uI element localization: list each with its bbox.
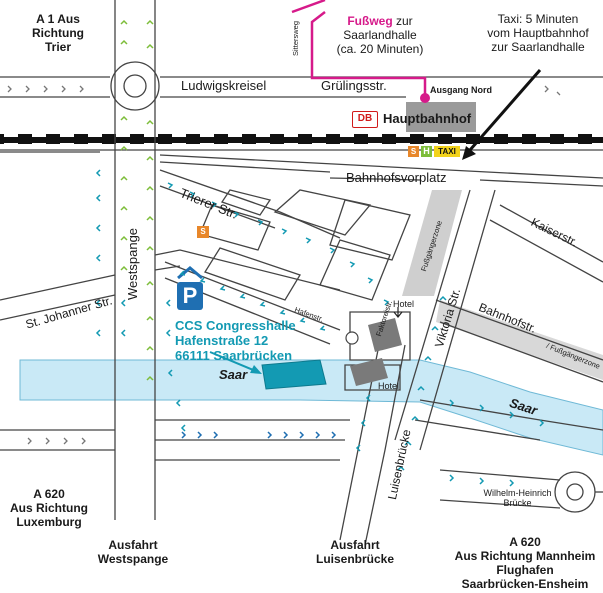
label-ausfahrt-westspange: Ausfahrt Westspange <box>88 538 178 566</box>
street-sittersweg: Sittersweg <box>291 20 300 56</box>
label-a620-luxemburg: A 620 Aus Richtung Luxemburg <box>4 487 94 529</box>
label-pedestrian-route: Fußweg zur Saarlandhalle (ca. 20 Minuten… <box>330 14 430 56</box>
taxi-note-line2: vom Hauptbahnhof <box>487 26 589 40</box>
route-arrows-blue <box>181 431 337 439</box>
hauptbahnhof-building <box>406 102 476 132</box>
label-taxi-note: Taxi: 5 Minuten vom Hauptbahnhof zur Saa… <box>478 12 598 54</box>
bus-icon-label: H <box>423 146 430 156</box>
ausgang-nord-marker <box>420 93 430 103</box>
road-network <box>0 0 603 546</box>
hotel-building-2 <box>350 358 388 386</box>
a620-right-line3: Flughafen <box>496 563 554 577</box>
taxi-note-line1: Taxi: 5 Minuten <box>497 12 579 26</box>
pedestrian-zone <box>402 190 462 296</box>
railway <box>0 134 603 144</box>
taxi-arrow-head <box>462 146 476 160</box>
hotel-building-1 <box>368 318 402 352</box>
pedestrian-line3: (ca. 20 Minuten) <box>336 42 424 56</box>
pointer-arrow-head <box>250 365 262 374</box>
label-hauptbahnhof: Hauptbahnhof <box>383 111 472 126</box>
pedestrian-rest: zur <box>392 14 413 28</box>
street-westspange: Westspange <box>125 227 140 300</box>
parking-icon: P <box>182 283 198 308</box>
a620-left-line1: A 620 <box>33 487 65 501</box>
pedestrian-line2: Saarlandhalle <box>343 28 417 42</box>
venue-city: 66111 Saarbrücken <box>175 348 293 363</box>
congresshalle-building <box>261 359 327 390</box>
pedestrian-zone-bahnhofstr <box>436 300 603 380</box>
a620-right-line4: Saarbrücken-Ensheim <box>461 577 589 591</box>
taxi-icon <box>434 146 460 157</box>
a620-left-line2: Aus Richtung <box>10 501 88 515</box>
west-line2: Westspange <box>97 552 169 566</box>
pedestrian-word: Fußweg <box>347 14 393 28</box>
hotel-arrow-icon <box>393 307 403 318</box>
taxi-pointer-arrow <box>468 69 542 151</box>
s-bahn-icon-label: S <box>410 147 417 156</box>
taxi-icon-label: TAXI <box>438 147 456 156</box>
luisen-line1: Ausfahrt <box>330 538 380 552</box>
a620-right-line1: A 620 <box>509 535 541 549</box>
a620-left-line3: Luxemburg <box>16 515 82 529</box>
west-line1: Ausfahrt <box>108 538 158 552</box>
street-bahnhofsvorplatz: Bahnhofsvorplatz <box>346 170 447 185</box>
a1-line2: Richtung <box>32 26 84 40</box>
s-bahn-icon <box>408 146 419 157</box>
db-logo: DB <box>352 111 378 128</box>
wh-bruecke-line2: Brücke <box>503 498 532 508</box>
a1-line1: A 1 Aus <box>36 12 80 26</box>
roundabout-small <box>345 331 359 345</box>
bus-stop-icon <box>421 146 432 157</box>
wh-bruecke-line1: Wilhelm-Heinrich <box>483 488 552 498</box>
label-ausgang-nord: Ausgang Nord <box>430 85 492 95</box>
luisen-line2: Luisenbrücke <box>315 552 395 566</box>
s-bahn-icon-2-label: S <box>200 227 206 236</box>
label-wilhelm-heinrich-bruecke: Wilhelm-Heinrich Brücke <box>470 488 565 508</box>
s-bahn-icon-2 <box>197 226 209 238</box>
venue-name: CCS Congresshalle <box>175 318 296 333</box>
a620-right-line2: Aus Richtung Mannheim <box>454 549 596 563</box>
label-ausfahrt-luisenbruecke: Ausfahrt Luisenbrücke <box>305 538 405 566</box>
label-a1-trier: A 1 Aus Richtung Trier <box>28 12 88 54</box>
a1-line3: Trier <box>44 40 71 54</box>
label-a620-mannheim: A 620 Aus Richtung Mannheim Flughafen Sa… <box>450 535 600 591</box>
street-ludwigskreisel: Ludwigskreisel <box>181 78 267 93</box>
pedestrian-route <box>310 11 427 96</box>
label-hotel-1: Hotel <box>393 299 415 309</box>
route-arrows-teal <box>95 169 545 487</box>
parking-sign <box>177 282 203 310</box>
river-saar <box>19 359 603 456</box>
route-arrows-green <box>120 19 154 381</box>
route-arrows-grey <box>7 85 561 445</box>
label-venue: CCS Congresshalle Hafenstraße 12 66111 S… <box>175 318 296 363</box>
taxi-note-line3: zur Saarlandhalle <box>491 40 585 54</box>
street-gruelingsstr: Grülingsstr. <box>321 78 387 93</box>
venue-street: Hafenstraße 12 <box>175 333 269 348</box>
label-river-saar-1: Saar <box>219 367 248 382</box>
congresshalle-pointer-arrow <box>209 351 259 373</box>
pedestrian-route-start <box>291 0 326 14</box>
label-hotel-2: Hotel <box>378 381 400 391</box>
